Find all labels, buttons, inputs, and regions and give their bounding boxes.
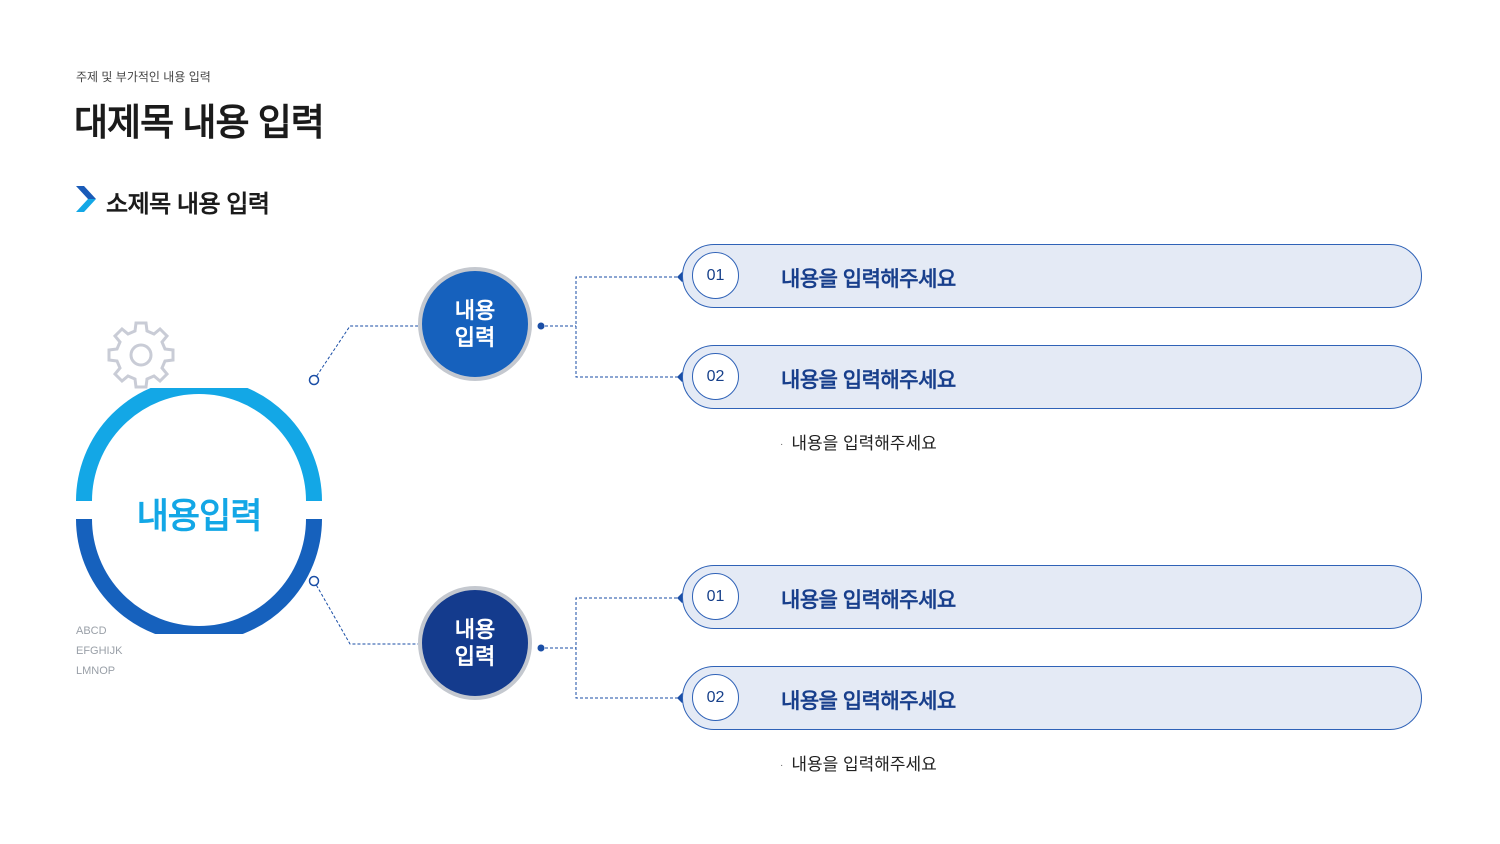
gear-icon [107, 321, 175, 389]
item-number-badge: 01 [692, 573, 739, 620]
item-number-badge: 01 [692, 252, 739, 299]
side-label: LMNOP [76, 665, 116, 677]
hub-label: 내용 입력 [454, 617, 496, 669]
item-number-badge: 02 [692, 674, 739, 721]
chevron-right-icon [76, 186, 96, 212]
connector-dot [537, 322, 545, 330]
item-note: · 내용을 입력해주세요 [780, 429, 937, 454]
item-pill: 02 내용을 입력해주세요 [682, 666, 1422, 730]
item-text: 내용을 입력해주세요 [781, 268, 956, 291]
hub-node-2: 내용 입력 [418, 586, 532, 700]
ring-top-arc [76, 388, 322, 502]
bullet-dot: · [780, 439, 784, 451]
center-ring [76, 388, 322, 634]
center-label: 내용입력 [136, 497, 263, 536]
ring-bottom-arc [76, 518, 322, 634]
side-label: EFGHIJK [76, 645, 123, 657]
item-text: 내용을 입력해주세요 [781, 589, 956, 612]
connector-node [308, 575, 320, 587]
item-pill: 02 내용을 입력해주세요 [682, 345, 1422, 409]
item-text: 내용을 입력해주세요 [781, 690, 956, 713]
item-number-badge: 02 [692, 353, 739, 400]
section-title: 소제목 내용 입력 [106, 191, 270, 218]
item-pill: 01 내용을 입력해주세요 [682, 244, 1422, 308]
hub-node-1: 내용 입력 [418, 267, 532, 381]
side-label: ABCD [76, 625, 107, 637]
item-pill: 01 내용을 입력해주세요 [682, 565, 1422, 629]
connector-node [308, 374, 320, 386]
bullet-dot: · [780, 760, 784, 772]
connector-dot [537, 644, 545, 652]
item-note: · 내용을 입력해주세요 [780, 750, 937, 775]
item-text: 내용을 입력해주세요 [781, 369, 956, 392]
hub-label: 내용 입력 [454, 298, 496, 350]
page-subtitle: 주제 및 부가적인 내용 입력 [76, 70, 211, 84]
item-note-text: 내용을 입력해주세요 [791, 434, 937, 453]
item-note-text: 내용을 입력해주세요 [791, 755, 937, 774]
page-title: 대제목 내용 입력 [74, 102, 325, 143]
